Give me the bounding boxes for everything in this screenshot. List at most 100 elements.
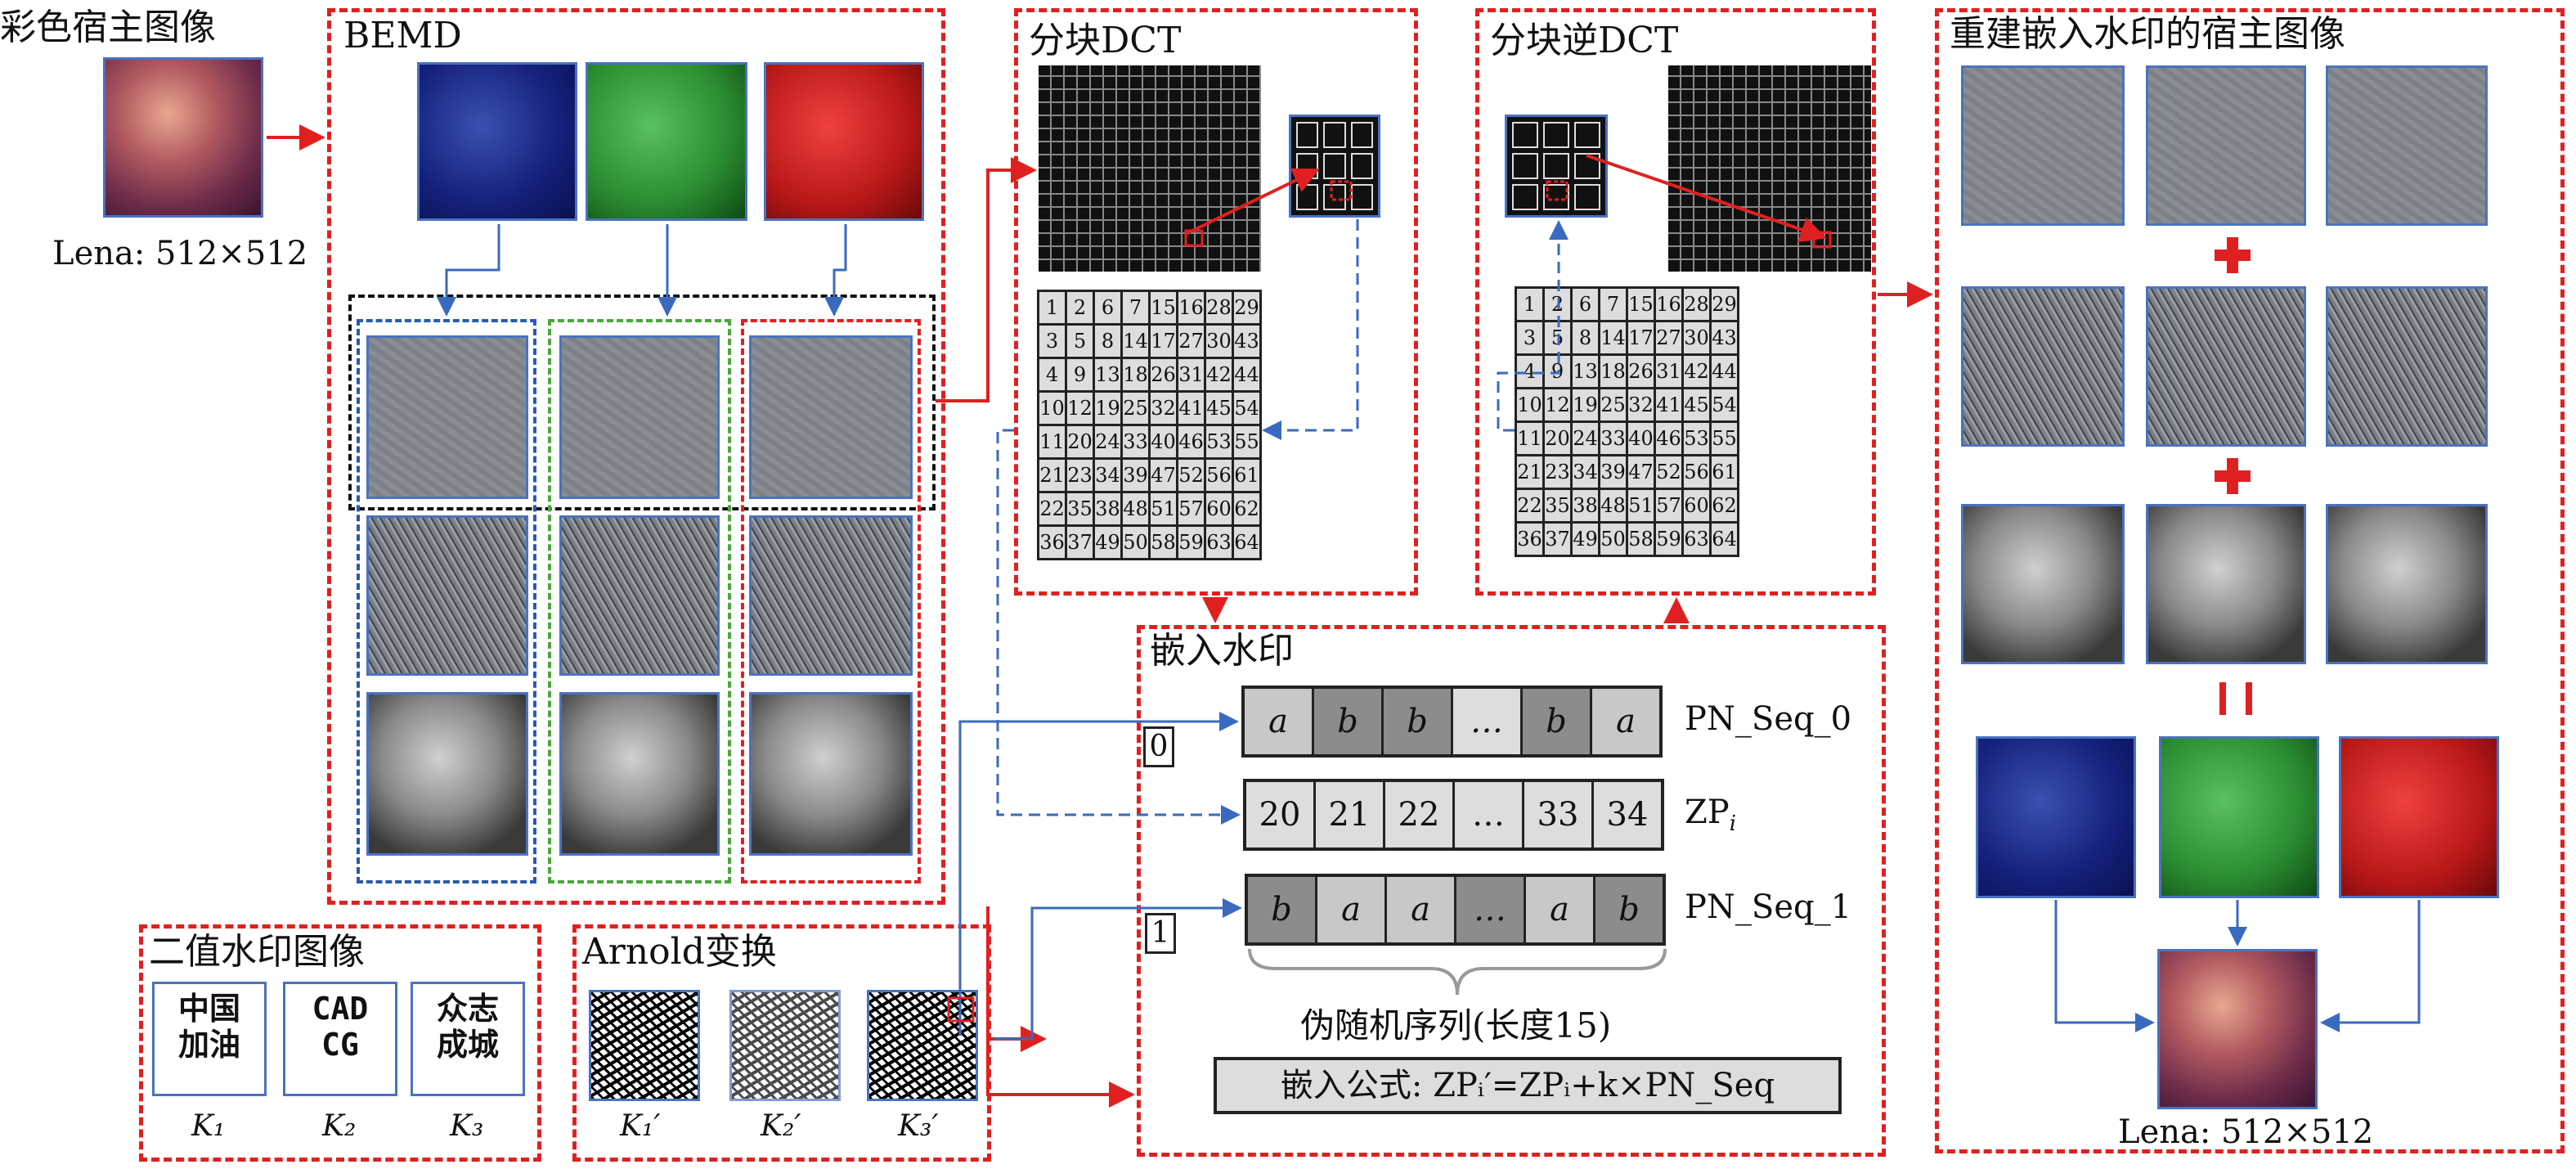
embed-formula: 嵌入公式: ZPᵢ′=ZPᵢ+k×PN_Seq bbox=[1214, 1057, 1842, 1114]
table-cell: 46 bbox=[1176, 424, 1206, 460]
table-cell: 42 bbox=[1204, 357, 1234, 393]
table-cell: 4 bbox=[1515, 353, 1545, 389]
table-cell: 25 bbox=[1120, 390, 1151, 426]
pn-seq-1-label: PN_Seq_1 bbox=[1685, 888, 1852, 926]
table-cell: 48 bbox=[1598, 488, 1628, 524]
sequence-cell: b bbox=[1595, 877, 1663, 942]
table-cell: 18 bbox=[1120, 357, 1151, 393]
table-cell: 41 bbox=[1176, 390, 1206, 426]
table-cell: 7 bbox=[1598, 286, 1628, 322]
table-cell: 4 bbox=[1037, 357, 1067, 393]
table-cell: 51 bbox=[1148, 491, 1178, 527]
table-cell: 62 bbox=[1709, 488, 1739, 524]
table-cell: 11 bbox=[1037, 424, 1067, 460]
recon-title: 重建嵌入水印的宿主图像 bbox=[1950, 13, 2345, 55]
host-caption: Lena: 512×512 bbox=[52, 235, 308, 272]
sequence-cell: 34 bbox=[1594, 782, 1661, 848]
key-k3-prime: K₃′ bbox=[898, 1109, 939, 1143]
table-cell: 33 bbox=[1120, 424, 1151, 460]
key-k2: K₂ bbox=[322, 1109, 357, 1143]
brace-label: 伪随机序列(长度15) bbox=[1300, 1005, 1612, 1045]
table-cell: 44 bbox=[1232, 357, 1262, 393]
table-cell: 42 bbox=[1681, 353, 1712, 389]
sequence-cell: 21 bbox=[1316, 782, 1385, 848]
recon-residue-a bbox=[1961, 504, 2125, 664]
imf1-blue bbox=[366, 335, 528, 499]
key-k3: K₃ bbox=[450, 1109, 484, 1143]
zp-label-sub: i bbox=[1729, 812, 1737, 836]
table-cell: 2 bbox=[1065, 290, 1095, 326]
sequence-cell: a bbox=[1592, 689, 1659, 754]
table-cell: 5 bbox=[1065, 323, 1095, 359]
host-image bbox=[103, 57, 263, 218]
table-cell: 12 bbox=[1542, 387, 1573, 423]
key-k1-prime: K₁′ bbox=[620, 1109, 661, 1143]
table-cell: 58 bbox=[1148, 524, 1178, 560]
sequence-cell: a bbox=[1245, 689, 1314, 754]
green-channel-image bbox=[586, 62, 747, 221]
table-cell: 59 bbox=[1654, 521, 1684, 557]
table-cell: 59 bbox=[1176, 524, 1206, 560]
table-cell: 44 bbox=[1709, 353, 1739, 389]
table-cell: 16 bbox=[1654, 286, 1684, 322]
table-cell: 13 bbox=[1570, 353, 1600, 389]
table-cell: 57 bbox=[1176, 491, 1206, 527]
sequence-cell: a bbox=[1526, 877, 1595, 942]
table-cell: 63 bbox=[1204, 524, 1234, 560]
table-cell: 21 bbox=[1037, 457, 1067, 493]
table-cell: 36 bbox=[1037, 524, 1067, 560]
bemd-title: BEMD bbox=[343, 15, 462, 56]
table-cell: 56 bbox=[1204, 457, 1234, 493]
table-cell: 50 bbox=[1120, 524, 1151, 560]
table-cell: 39 bbox=[1120, 457, 1151, 493]
table-cell: 39 bbox=[1598, 454, 1628, 490]
sequence-cell: b bbox=[1314, 689, 1384, 754]
table-cell: 47 bbox=[1626, 454, 1656, 490]
sequence-cell: a bbox=[1317, 877, 1387, 942]
recon-imf1-c bbox=[2326, 65, 2488, 226]
watermarked-image bbox=[2157, 949, 2318, 1109]
table-cell: 46 bbox=[1654, 420, 1684, 456]
table-cell: 28 bbox=[1204, 290, 1234, 326]
table-cell: 53 bbox=[1681, 420, 1712, 456]
table-cell: 17 bbox=[1626, 320, 1656, 356]
watermark-k2: CAD CG bbox=[283, 982, 397, 1096]
table-cell: 14 bbox=[1598, 320, 1628, 356]
sequence-cell: 33 bbox=[1524, 782, 1594, 848]
residue-green bbox=[559, 692, 720, 856]
idct-box bbox=[1475, 8, 1876, 596]
bit-0: 0 bbox=[1143, 726, 1174, 767]
red-column-box bbox=[741, 319, 921, 883]
dct-title: 分块DCT bbox=[1029, 20, 1182, 61]
table-cell: 21 bbox=[1515, 454, 1545, 490]
sequence-cell: 20 bbox=[1246, 782, 1316, 848]
table-cell: 36 bbox=[1515, 521, 1545, 557]
recon-imf1-b bbox=[2146, 65, 2306, 226]
table-cell: 11 bbox=[1515, 420, 1545, 456]
table-cell: 10 bbox=[1515, 387, 1545, 423]
table-cell: 10 bbox=[1037, 390, 1067, 426]
recon-residue-b bbox=[2146, 504, 2306, 664]
table-cell: 27 bbox=[1654, 320, 1684, 356]
recon-residue-c bbox=[2326, 504, 2488, 664]
recon-caption: Lena: 512×512 bbox=[2118, 1113, 2374, 1151]
table-cell: 49 bbox=[1570, 521, 1600, 557]
table-cell: 52 bbox=[1176, 457, 1206, 493]
table-cell: 27 bbox=[1176, 323, 1206, 359]
imf1-green bbox=[559, 335, 720, 499]
plus-icon bbox=[2215, 458, 2251, 494]
embed-title: 嵌入水印 bbox=[1150, 630, 1294, 672]
imf2-red bbox=[749, 515, 913, 676]
table-cell: 45 bbox=[1204, 390, 1234, 426]
sequence-cell: b bbox=[1523, 689, 1592, 754]
